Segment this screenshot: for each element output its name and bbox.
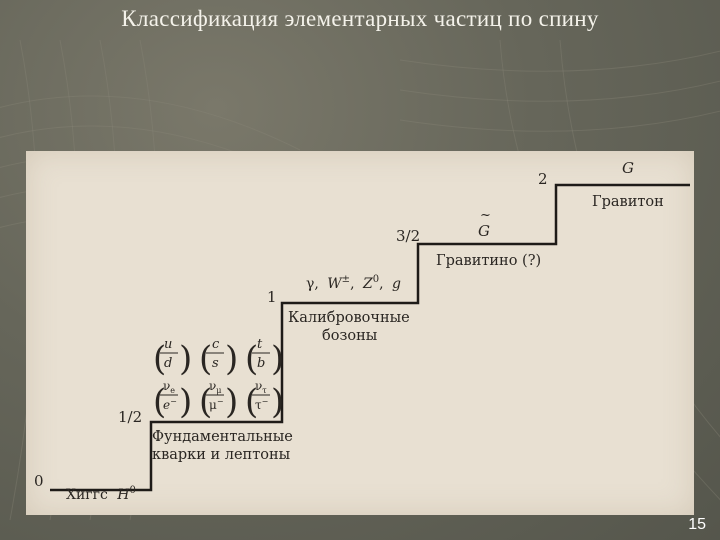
lepton-doublet-1: ( νe e− ) <box>153 379 192 422</box>
svg-text:): ) <box>179 382 192 422</box>
graviton-symbol: G <box>622 159 634 177</box>
gravitino-label: Гравитино (?) <box>436 253 541 269</box>
svg-text:(: ( <box>153 339 166 379</box>
svg-text:c: c <box>212 337 220 352</box>
quark-doublet-1: ( u d ) <box>153 337 192 379</box>
spin-staircase-line <box>50 183 690 492</box>
svg-text:ντ: ντ <box>255 379 267 395</box>
spin-level-0: 0 <box>34 472 44 490</box>
higgs-label: Хиггс H0 <box>66 485 136 503</box>
quark-doublet-3: ( t b ) <box>245 337 284 379</box>
spin-level-half: 1/2 <box>118 408 142 426</box>
svg-text:τ−: τ− <box>255 397 268 412</box>
gauge-bosons-label-line2: бозоны <box>322 328 378 344</box>
lepton-doublet-3: ( ντ τ− ) <box>245 379 284 422</box>
svg-text:νe: νe <box>163 379 175 395</box>
svg-text:): ) <box>225 382 238 422</box>
lepton-doublet-2: ( νμ μ− ) <box>199 379 238 422</box>
gravitino-symbol: ~ G <box>478 208 491 240</box>
spin-classification-figure: 0 1/2 1 3/2 2 Хиггс H0 Фундаментальные к… <box>26 151 694 515</box>
quark-doublet-2: ( c s ) <box>199 337 238 379</box>
svg-text:b: b <box>257 356 265 371</box>
svg-text:(: ( <box>245 339 258 379</box>
svg-text:νμ: νμ <box>209 379 222 395</box>
spin-level-1: 1 <box>267 288 277 306</box>
fermions-label-line1: Фундаментальные <box>152 429 293 445</box>
slide-title: Классификация элементарных частиц по спи… <box>121 6 599 31</box>
svg-text:(: ( <box>153 382 166 422</box>
gauge-boson-symbols: γ, W±, Z0, g <box>306 274 401 292</box>
svg-text:): ) <box>179 339 192 379</box>
svg-text:e−: e− <box>163 397 177 412</box>
quark-doublets: ( u d ) ( c s ) ( t b ) <box>153 337 284 379</box>
svg-text:G: G <box>478 222 490 240</box>
graviton-label: Гравитон <box>592 194 664 210</box>
svg-text:): ) <box>271 382 284 422</box>
svg-text:s: s <box>212 356 219 371</box>
svg-text:u: u <box>164 337 172 352</box>
svg-text:(: ( <box>199 382 212 422</box>
svg-text:): ) <box>271 339 284 379</box>
svg-text:t: t <box>257 337 263 352</box>
spin-level-3-2: 3/2 <box>396 227 420 245</box>
svg-text:μ−: μ− <box>209 397 224 412</box>
svg-text:(: ( <box>245 382 258 422</box>
svg-text:): ) <box>225 339 238 379</box>
svg-text:(: ( <box>199 339 212 379</box>
page-number: 15 <box>688 516 706 533</box>
spin-staircase-diagram: 0 1/2 1 3/2 2 Хиггс H0 Фундаментальные к… <box>34 159 690 503</box>
fermions-label-line2: кварки и лептоны <box>152 447 291 463</box>
spin-level-2: 2 <box>538 170 548 188</box>
svg-text:d: d <box>164 356 172 371</box>
lepton-doublets: ( νe e− ) ( νμ μ− ) ( ντ τ− ) <box>153 379 284 422</box>
svg-text:~: ~ <box>480 208 491 223</box>
gauge-bosons-label-line1: Калибровочные <box>288 310 410 326</box>
